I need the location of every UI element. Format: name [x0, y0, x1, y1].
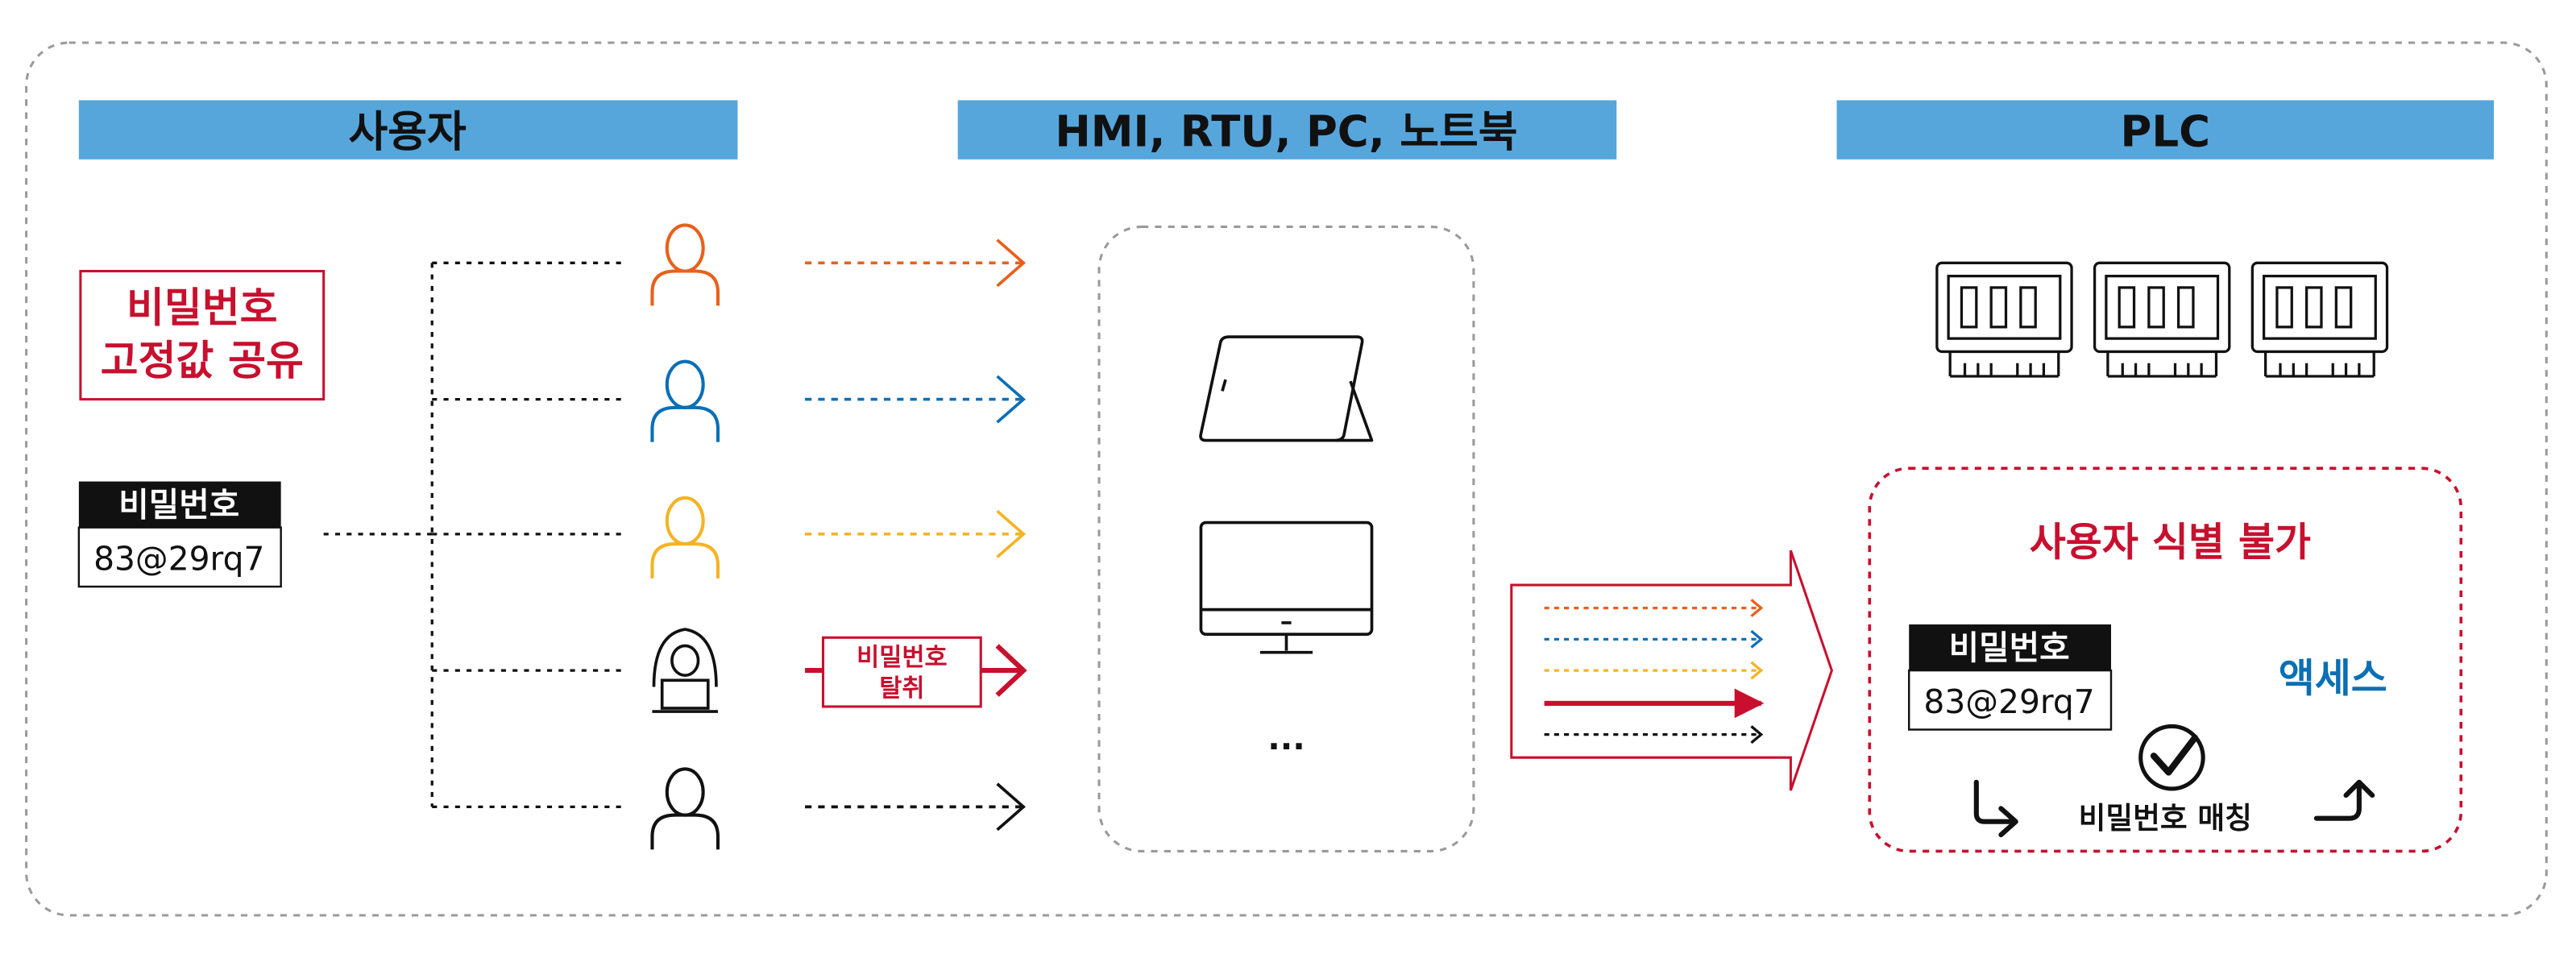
merged-streams	[1544, 599, 1765, 744]
plc-module-3	[2250, 261, 2389, 378]
shared-password-box: 비밀번호 83@29rq7	[77, 481, 282, 588]
arrow-orange	[805, 238, 1027, 288]
shared-password-note: 비밀번호 고정값 공유	[79, 269, 326, 401]
devices-box	[1097, 225, 1475, 852]
shared-password-note-line2: 고정값 공유	[101, 338, 304, 385]
plc-module-2	[2093, 261, 2231, 378]
arrow-blue	[805, 375, 1027, 424]
user-black	[650, 767, 720, 850]
shared-password-value: 83@29rq7	[93, 540, 264, 579]
monitor-icon	[1199, 520, 1374, 654]
header-plc-label: PLC	[2121, 107, 2211, 157]
header-user-label: 사용자	[349, 107, 467, 157]
password-match-label: 비밀번호 매칭	[2079, 801, 2252, 836]
header-plc: PLC	[1836, 100, 2495, 160]
not-identifiable-title: 사용자 식별 불가	[2030, 519, 2311, 565]
user-orange	[650, 223, 720, 306]
distribution-tree	[323, 261, 621, 809]
user-blue	[650, 359, 720, 442]
access-label: 액세스	[2279, 656, 2387, 702]
plc-module-1	[1935, 261, 2073, 378]
not-identifiable-panel	[1868, 467, 2463, 853]
hacker-icon	[652, 628, 719, 713]
arrow-down-right-icon	[1973, 779, 2018, 838]
plc-password-value: 83@29rq7	[1923, 682, 2094, 721]
arrow-yellow	[805, 509, 1027, 558]
shared-password-label: 비밀번호	[118, 485, 239, 524]
more-devices: ...	[1267, 719, 1305, 757]
steal-label-line1: 비밀번호	[857, 644, 948, 672]
header-devices-label: HMI, RTU, PC, 노트북	[1055, 107, 1517, 157]
check-icon	[2138, 724, 2205, 791]
header-user: 사용자	[78, 100, 738, 160]
steal-label-line2: 탈취	[879, 675, 924, 703]
header-devices: HMI, RTU, PC, 노트북	[957, 100, 1617, 160]
steal-label: 비밀번호 탈취	[821, 636, 982, 708]
plc-password-label: 비밀번호	[1949, 628, 2070, 667]
plc-password-box: 비밀번호 83@29rq7	[1907, 624, 2113, 731]
tablet-icon	[1199, 335, 1374, 442]
user-yellow	[650, 496, 720, 579]
shared-password-note-line1: 비밀번호	[127, 285, 278, 333]
arrow-up-right-icon	[2313, 779, 2375, 821]
arrow-black	[805, 782, 1027, 832]
outer-frame	[25, 41, 2548, 917]
big-arrow	[1510, 550, 1833, 791]
